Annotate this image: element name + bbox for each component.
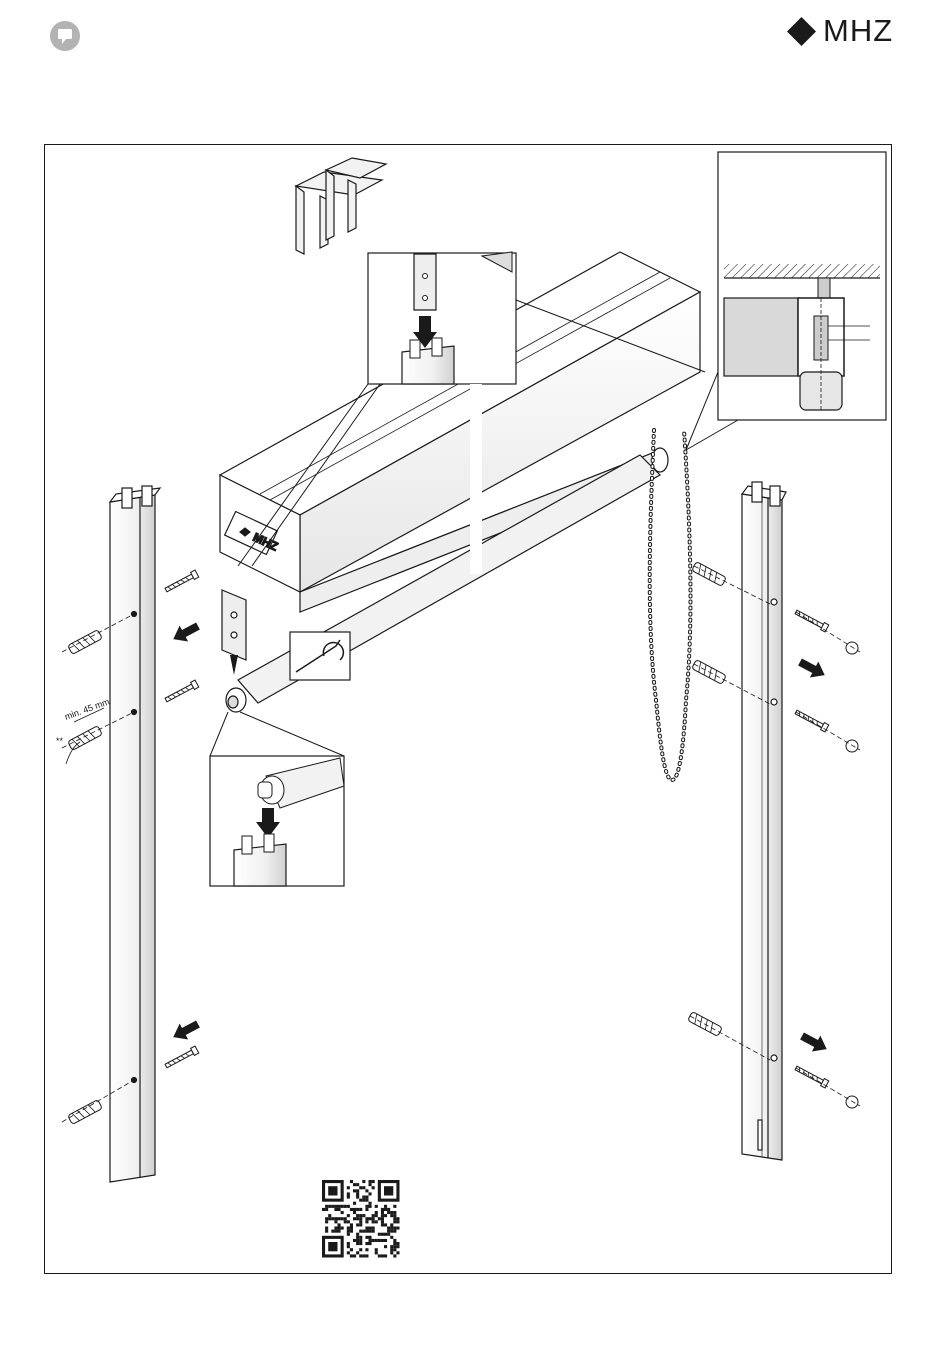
arrow-icon <box>796 654 829 683</box>
detail-inset-endcap <box>210 712 344 886</box>
right-guide-rail <box>742 482 786 1160</box>
spacing-annotation: min. 45 mm ** <box>56 696 111 764</box>
down-arrow-icon <box>230 655 238 675</box>
arrow-icon <box>169 1016 202 1045</box>
end-bracket <box>222 590 246 660</box>
qr-code <box>322 1180 400 1258</box>
ball-chain <box>650 430 691 780</box>
arrow-icon <box>169 618 202 647</box>
detail-inset-section <box>686 152 886 450</box>
spacing-label: min. 45 mm <box>63 696 111 721</box>
arrow-icon <box>798 1028 831 1057</box>
left-guide-rail <box>110 486 160 1182</box>
ceiling-brackets <box>296 158 386 254</box>
note-mark: ** <box>56 736 64 746</box>
